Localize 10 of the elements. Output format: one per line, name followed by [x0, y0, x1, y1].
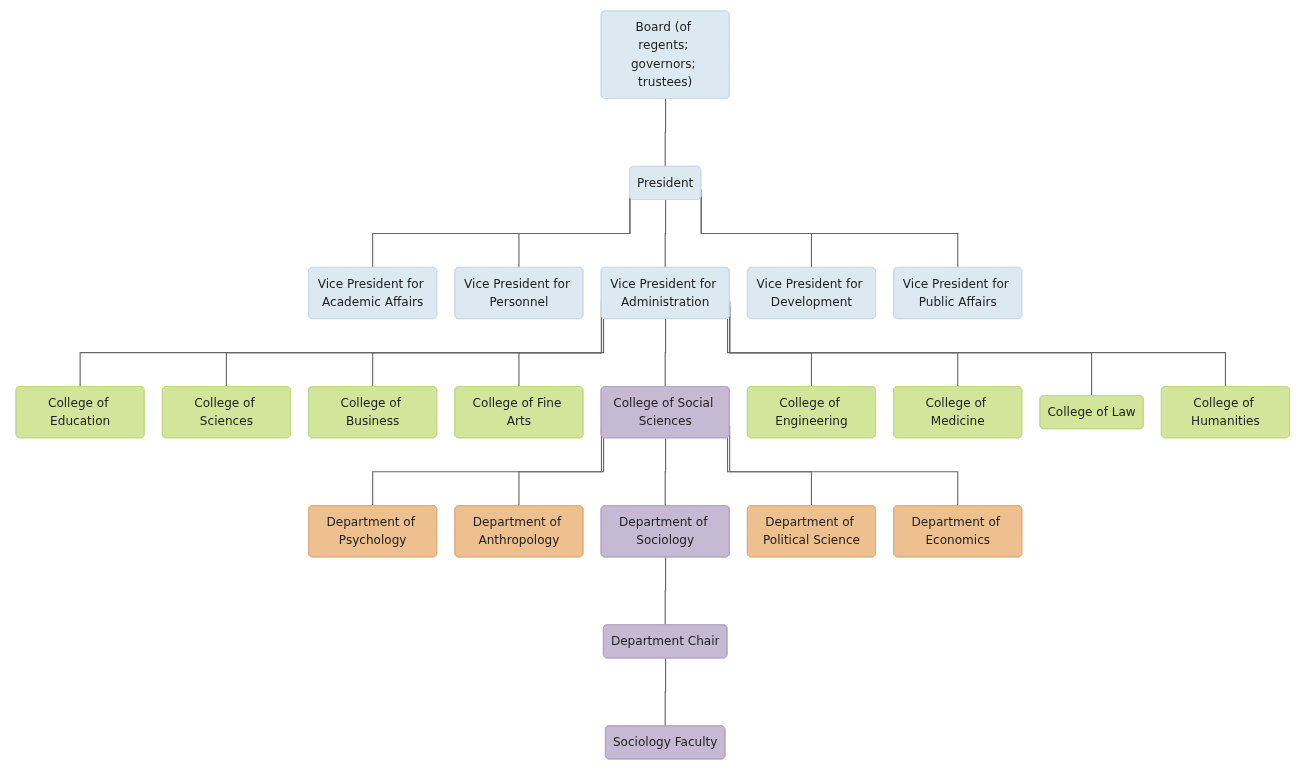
connector [726, 437, 813, 507]
connector [664, 437, 666, 507]
connector [726, 318, 813, 388]
connector [518, 318, 604, 388]
connector [664, 556, 666, 626]
connector [664, 98, 666, 168]
connector [664, 657, 666, 727]
connector [664, 199, 666, 269]
connector [664, 318, 666, 388]
connector [518, 437, 604, 507]
